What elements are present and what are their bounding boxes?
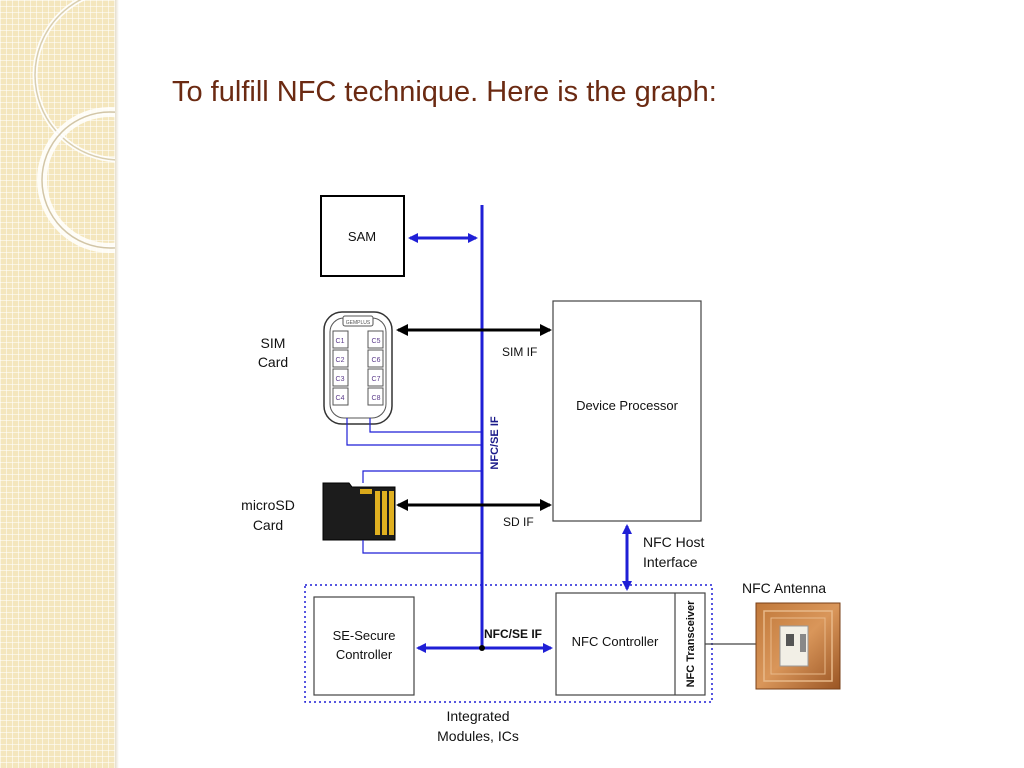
se-secure-controller-box: [313, 596, 415, 696]
sim-pin-c5: C5: [372, 338, 381, 345]
microsd-label-line1: microSD: [241, 497, 295, 513]
sim-pin-c2: C2: [336, 357, 345, 364]
sd-bus-wire-top: [362, 470, 482, 483]
device-processor-box: [552, 300, 702, 522]
sd-if-label: SD IF: [503, 515, 534, 529]
se-secure-label-line1: SE-Secure: [333, 628, 396, 643]
nfc-host-label-line2: Interface: [643, 554, 698, 570]
sim-card-icon: GEMPLUS C1 C2 C3 C4 C5 C6 C7 C8: [323, 311, 393, 425]
microsd-card-icon: [322, 482, 396, 541]
stripe-shadow: [115, 0, 119, 768]
sim-pin-c8: C8: [372, 395, 381, 402]
bus-junction-dot: [479, 645, 485, 651]
nfc-transceiver-label: NFC Transceiver: [685, 600, 697, 688]
device-processor-label: Device Processor: [576, 398, 679, 413]
sim-bus-wire: [346, 418, 482, 446]
nfc-controller-label: NFC Controller: [572, 634, 659, 649]
integrated-label-line1: Integrated: [446, 708, 509, 724]
nfc-se-if-vertical-label: NFC/SE IF: [489, 416, 501, 469]
sam-box: [320, 195, 405, 277]
microsd-label-line2: Card: [253, 517, 283, 533]
decorative-rings: [32, 0, 115, 253]
sim-if-label: SIM IF: [502, 345, 537, 359]
nfc-se-if-horizontal-label: NFC/SE IF: [484, 627, 542, 641]
sd-bus-wire-bottom: [362, 540, 482, 554]
decorative-stripe: [0, 0, 115, 768]
se-secure-label-line2: Controller: [336, 647, 393, 662]
sam-label: SAM: [348, 229, 376, 244]
nfc-antenna-icon: [755, 602, 841, 690]
integrated-label-line2: Modules, ICs: [437, 728, 519, 744]
sim-card-label-line2: Card: [258, 354, 288, 370]
nfc-host-label-line1: NFC Host: [643, 534, 705, 550]
sim-pin-c3: C3: [336, 376, 345, 383]
nfc-controller-box: [555, 592, 706, 696]
sim-pin-c4: C4: [336, 395, 345, 402]
sim-pin-c7: C7: [372, 376, 381, 383]
slide-title: To fulfill NFC technique. Here is the gr…: [172, 76, 717, 108]
sim-chip-text: GEMPLUS: [346, 320, 371, 326]
sim-bus-wire-2: [369, 418, 482, 433]
sim-pin-c1: C1: [336, 338, 345, 345]
sim-pin-c6: C6: [372, 357, 381, 364]
nfc-antenna-label: NFC Antenna: [742, 580, 826, 596]
sim-card-label-line1: SIM: [261, 335, 286, 351]
